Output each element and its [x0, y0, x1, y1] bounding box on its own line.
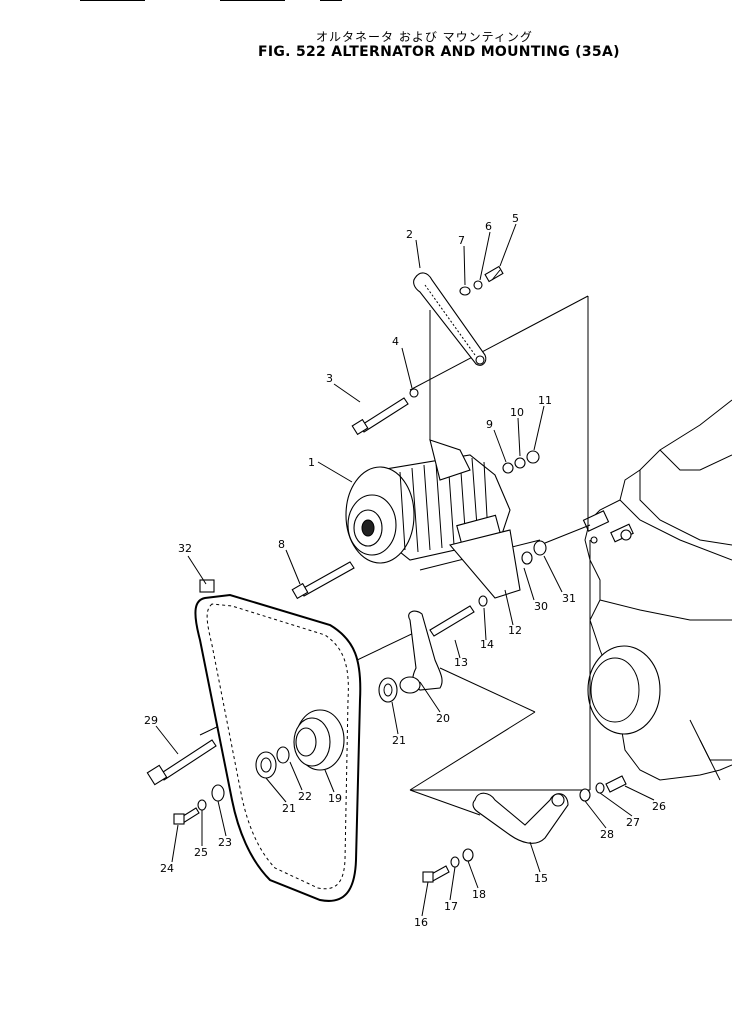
callout-30: 30	[534, 600, 548, 613]
callout-labels: 1 2 3 4 5 6 7 8 9 10 11 12 13 14 15 16 1…	[144, 212, 666, 929]
leader-lines	[155, 223, 655, 917]
callout-12: 12	[508, 624, 522, 637]
tension-arm	[399, 595, 488, 694]
fasteners-9-11	[502, 450, 540, 474]
engine-block	[582, 399, 732, 781]
bearing-upper	[378, 677, 398, 703]
callout-2: 2	[406, 228, 413, 241]
fasteners-26-28	[579, 775, 627, 802]
callout-27: 27	[626, 816, 640, 829]
callout-1: 1	[308, 456, 315, 469]
lower-bracket	[472, 792, 569, 844]
callout-7: 7	[458, 234, 465, 247]
scan-mark	[320, 0, 342, 1]
figure-title: FIG. 522 ALTERNATOR AND MOUNTING (35A)	[258, 44, 620, 60]
adjusting-bracket	[413, 272, 487, 366]
v-belt	[194, 579, 362, 902]
callout-5: 5	[512, 212, 519, 225]
callout-23: 23	[218, 836, 232, 849]
callout-14: 14	[480, 638, 494, 651]
idler-pulley	[255, 709, 345, 779]
callout-21-lower: 21	[282, 802, 296, 815]
callout-25: 25	[194, 846, 208, 859]
fasteners-16-18	[422, 848, 474, 883]
callout-20: 20	[436, 712, 450, 725]
callout-13: 13	[454, 656, 468, 669]
callout-24: 24	[160, 862, 174, 875]
callout-19: 19	[328, 792, 342, 805]
callout-11: 11	[538, 394, 552, 407]
scan-mark	[220, 0, 285, 1]
callout-18: 18	[472, 888, 486, 901]
callout-6: 6	[485, 220, 492, 233]
callout-10: 10	[510, 406, 524, 419]
figure-title-japanese: オルタネータ および マウンティング	[316, 30, 533, 44]
callout-9: 9	[486, 418, 493, 431]
callout-32: 32	[178, 542, 192, 555]
bolt-29	[146, 739, 217, 786]
engine-pulley	[587, 645, 661, 735]
callout-8: 8	[278, 538, 285, 551]
callout-16: 16	[414, 916, 428, 929]
callout-21-upper: 21	[392, 734, 406, 747]
fasteners-23-25	[173, 784, 225, 825]
alternator	[345, 439, 521, 599]
fasteners-30-31	[521, 540, 547, 565]
callout-4: 4	[392, 335, 399, 348]
callout-31: 31	[562, 592, 576, 605]
callout-29: 29	[144, 714, 158, 727]
callout-22: 22	[298, 790, 312, 803]
callout-28: 28	[600, 828, 614, 841]
bolt-3	[351, 388, 419, 436]
callout-17: 17	[444, 900, 458, 913]
callout-15: 15	[534, 872, 548, 885]
bolt-8	[291, 561, 355, 600]
callout-26: 26	[652, 800, 666, 813]
scan-mark	[80, 0, 145, 1]
callout-3: 3	[326, 372, 333, 385]
fasteners-top	[459, 265, 504, 296]
